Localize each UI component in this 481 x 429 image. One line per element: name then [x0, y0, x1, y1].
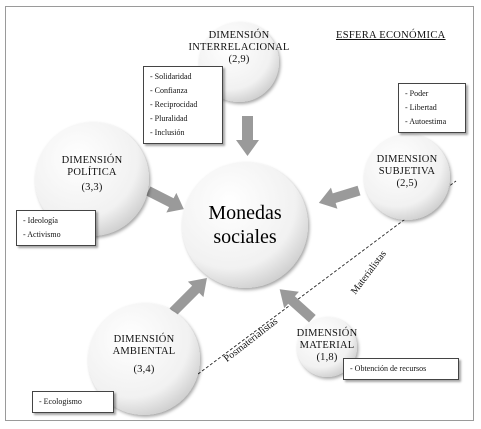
- interrelacional-value: (2,9): [228, 54, 250, 65]
- item-libertad: Libertad: [405, 101, 461, 115]
- arrow-politica: [145, 186, 184, 213]
- ambiental-line1: DIMENSIÓN: [113, 334, 175, 345]
- esfera-economica-title: ESFERA ECONÓMICA: [336, 30, 446, 41]
- label-subjetiva: DIMENSION SUBJETIVA (2,5): [362, 154, 452, 190]
- item-confianza: Confianza: [150, 84, 218, 98]
- material-line1: DIMENSIÓN: [296, 328, 358, 339]
- label-material: DIMENSIÓN MATERIAL (1,8): [287, 328, 367, 364]
- box-interrelacional: Solidaridad Confianza Reciprocidad Plura…: [143, 66, 223, 144]
- interrelacional-line1: DIMENSIÓN: [208, 30, 270, 41]
- label-politica: DIMENSIÓN POLÍTICA (3,3): [42, 155, 142, 194]
- label-monedas-sociales: Monedas sociales: [185, 201, 305, 249]
- politica-line1: DIMENSIÓN: [61, 155, 123, 166]
- monedas-line2: sociales: [213, 226, 277, 248]
- ambiental-value: (3,4): [133, 364, 155, 375]
- politica-value: (3,3): [81, 182, 103, 193]
- sphere-politica: [35, 122, 149, 236]
- subjetiva-line2: SUBJETIVA: [378, 166, 436, 177]
- box-material: Obtención de recursos: [343, 358, 459, 380]
- arrow-interrelacional: [236, 116, 259, 156]
- politica-line2: POLÍTICA: [67, 167, 117, 178]
- arrow-material: [279, 289, 316, 323]
- item-inclusion: Inclusión: [150, 126, 218, 140]
- sphere-material: [297, 317, 357, 377]
- item-solidaridad: Solidaridad: [150, 70, 218, 84]
- arrow-subjetiva: [318, 185, 361, 209]
- subjetiva-value: (2,5): [396, 178, 418, 189]
- sphere-subjetiva: [364, 134, 450, 220]
- item-reciprocidad: Reciprocidad: [150, 98, 218, 112]
- box-politica: Ideología Activismo: [16, 210, 96, 246]
- monedas-line1: Monedas: [208, 202, 282, 224]
- item-activismo: Activismo: [23, 228, 91, 242]
- interrelacional-line2: INTERRELACIONAL: [188, 42, 290, 53]
- box-subjetiva: Poder Libertad Autoestima: [398, 83, 466, 133]
- material-value: (1,8): [316, 352, 338, 363]
- label-ambiental: DIMENSIÓN AMBIENTAL (3,4): [94, 334, 194, 376]
- arrow-ambiental: [169, 278, 207, 316]
- label-interrelacional: DIMENSIÓN INTERRELACIONAL (2,9): [184, 30, 294, 66]
- sphere-monedas-sociales: [182, 162, 308, 288]
- ambiental-line2: AMBIENTAL: [112, 346, 176, 357]
- subjetiva-line1: DIMENSION: [376, 154, 438, 165]
- item-ecologismo: Ecologismo: [39, 395, 109, 409]
- item-obtencion-recursos: Obtención de recursos: [350, 362, 454, 376]
- item-pluralidad: Pluralidad: [150, 112, 218, 126]
- box-ambiental: Ecologismo: [32, 391, 114, 413]
- item-poder: Poder: [405, 87, 461, 101]
- sphere-ambiental: [88, 303, 200, 415]
- item-ideologia: Ideología: [23, 214, 91, 228]
- item-autoestima: Autoestima: [405, 115, 461, 129]
- material-line2: MATERIAL: [299, 340, 355, 351]
